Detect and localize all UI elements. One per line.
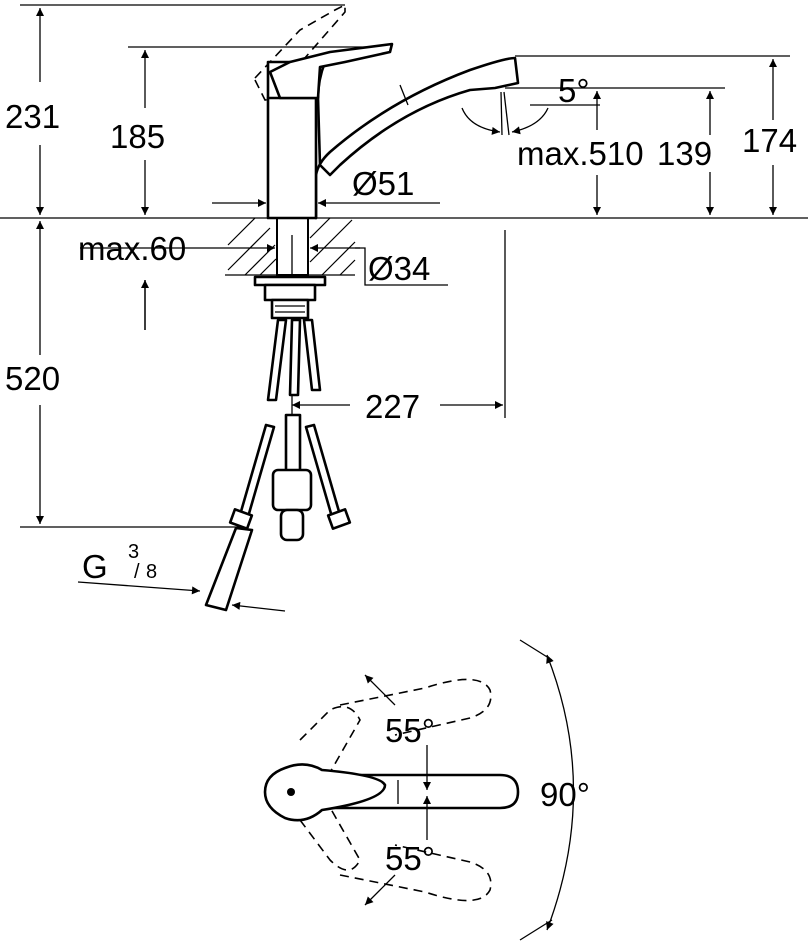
- label-thread-numerator: 3: [128, 541, 139, 563]
- label-diameter-51: Ø51: [352, 165, 414, 202]
- label-520: 520: [5, 360, 60, 397]
- label-174: 174: [742, 122, 797, 159]
- dimension-spout-height: 174: [515, 55, 797, 215]
- label-thread-g: G: [82, 548, 108, 585]
- label-55-degree-bottom: 55°: [385, 840, 435, 877]
- dimension-hole-diameter: Ø34: [355, 247, 448, 287]
- label-5-degree: 5°: [558, 72, 590, 109]
- label-thread-denominator: 8: [146, 561, 157, 583]
- dimension-spout-reach: max.510: [517, 91, 644, 215]
- label-max-60: max.60: [78, 230, 186, 267]
- deck-section: [225, 217, 356, 276]
- faucet-side-view: [204, 3, 520, 612]
- label-55-degree-top: 55°: [385, 712, 435, 749]
- label-231: 231: [5, 98, 60, 135]
- dimension-lever-height: 185: [110, 46, 390, 215]
- dimension-projection: 227: [292, 230, 506, 425]
- dimension-connection-thread: G 3 / 8: [77, 541, 286, 612]
- dimension-spray-angle: 5°: [461, 72, 600, 136]
- dimension-total-height: 231: [5, 4, 345, 215]
- label-90-degree: 90°: [540, 776, 590, 813]
- label-185: 185: [110, 118, 165, 155]
- label-227: 227: [365, 388, 420, 425]
- dimension-base-diameter: Ø51: [212, 165, 440, 207]
- dimension-max-deck: max.60: [78, 230, 360, 330]
- label-max-510: max.510: [517, 135, 644, 172]
- svg-text:/: /: [134, 561, 140, 583]
- dimension-outlet-height: 139: [505, 87, 725, 215]
- label-diameter-34: Ø34: [368, 250, 430, 287]
- faucet-top-view: 55° 90° 55°: [263, 639, 590, 941]
- dimension-hose-length: 520: [5, 221, 240, 528]
- label-139: 139: [657, 135, 712, 172]
